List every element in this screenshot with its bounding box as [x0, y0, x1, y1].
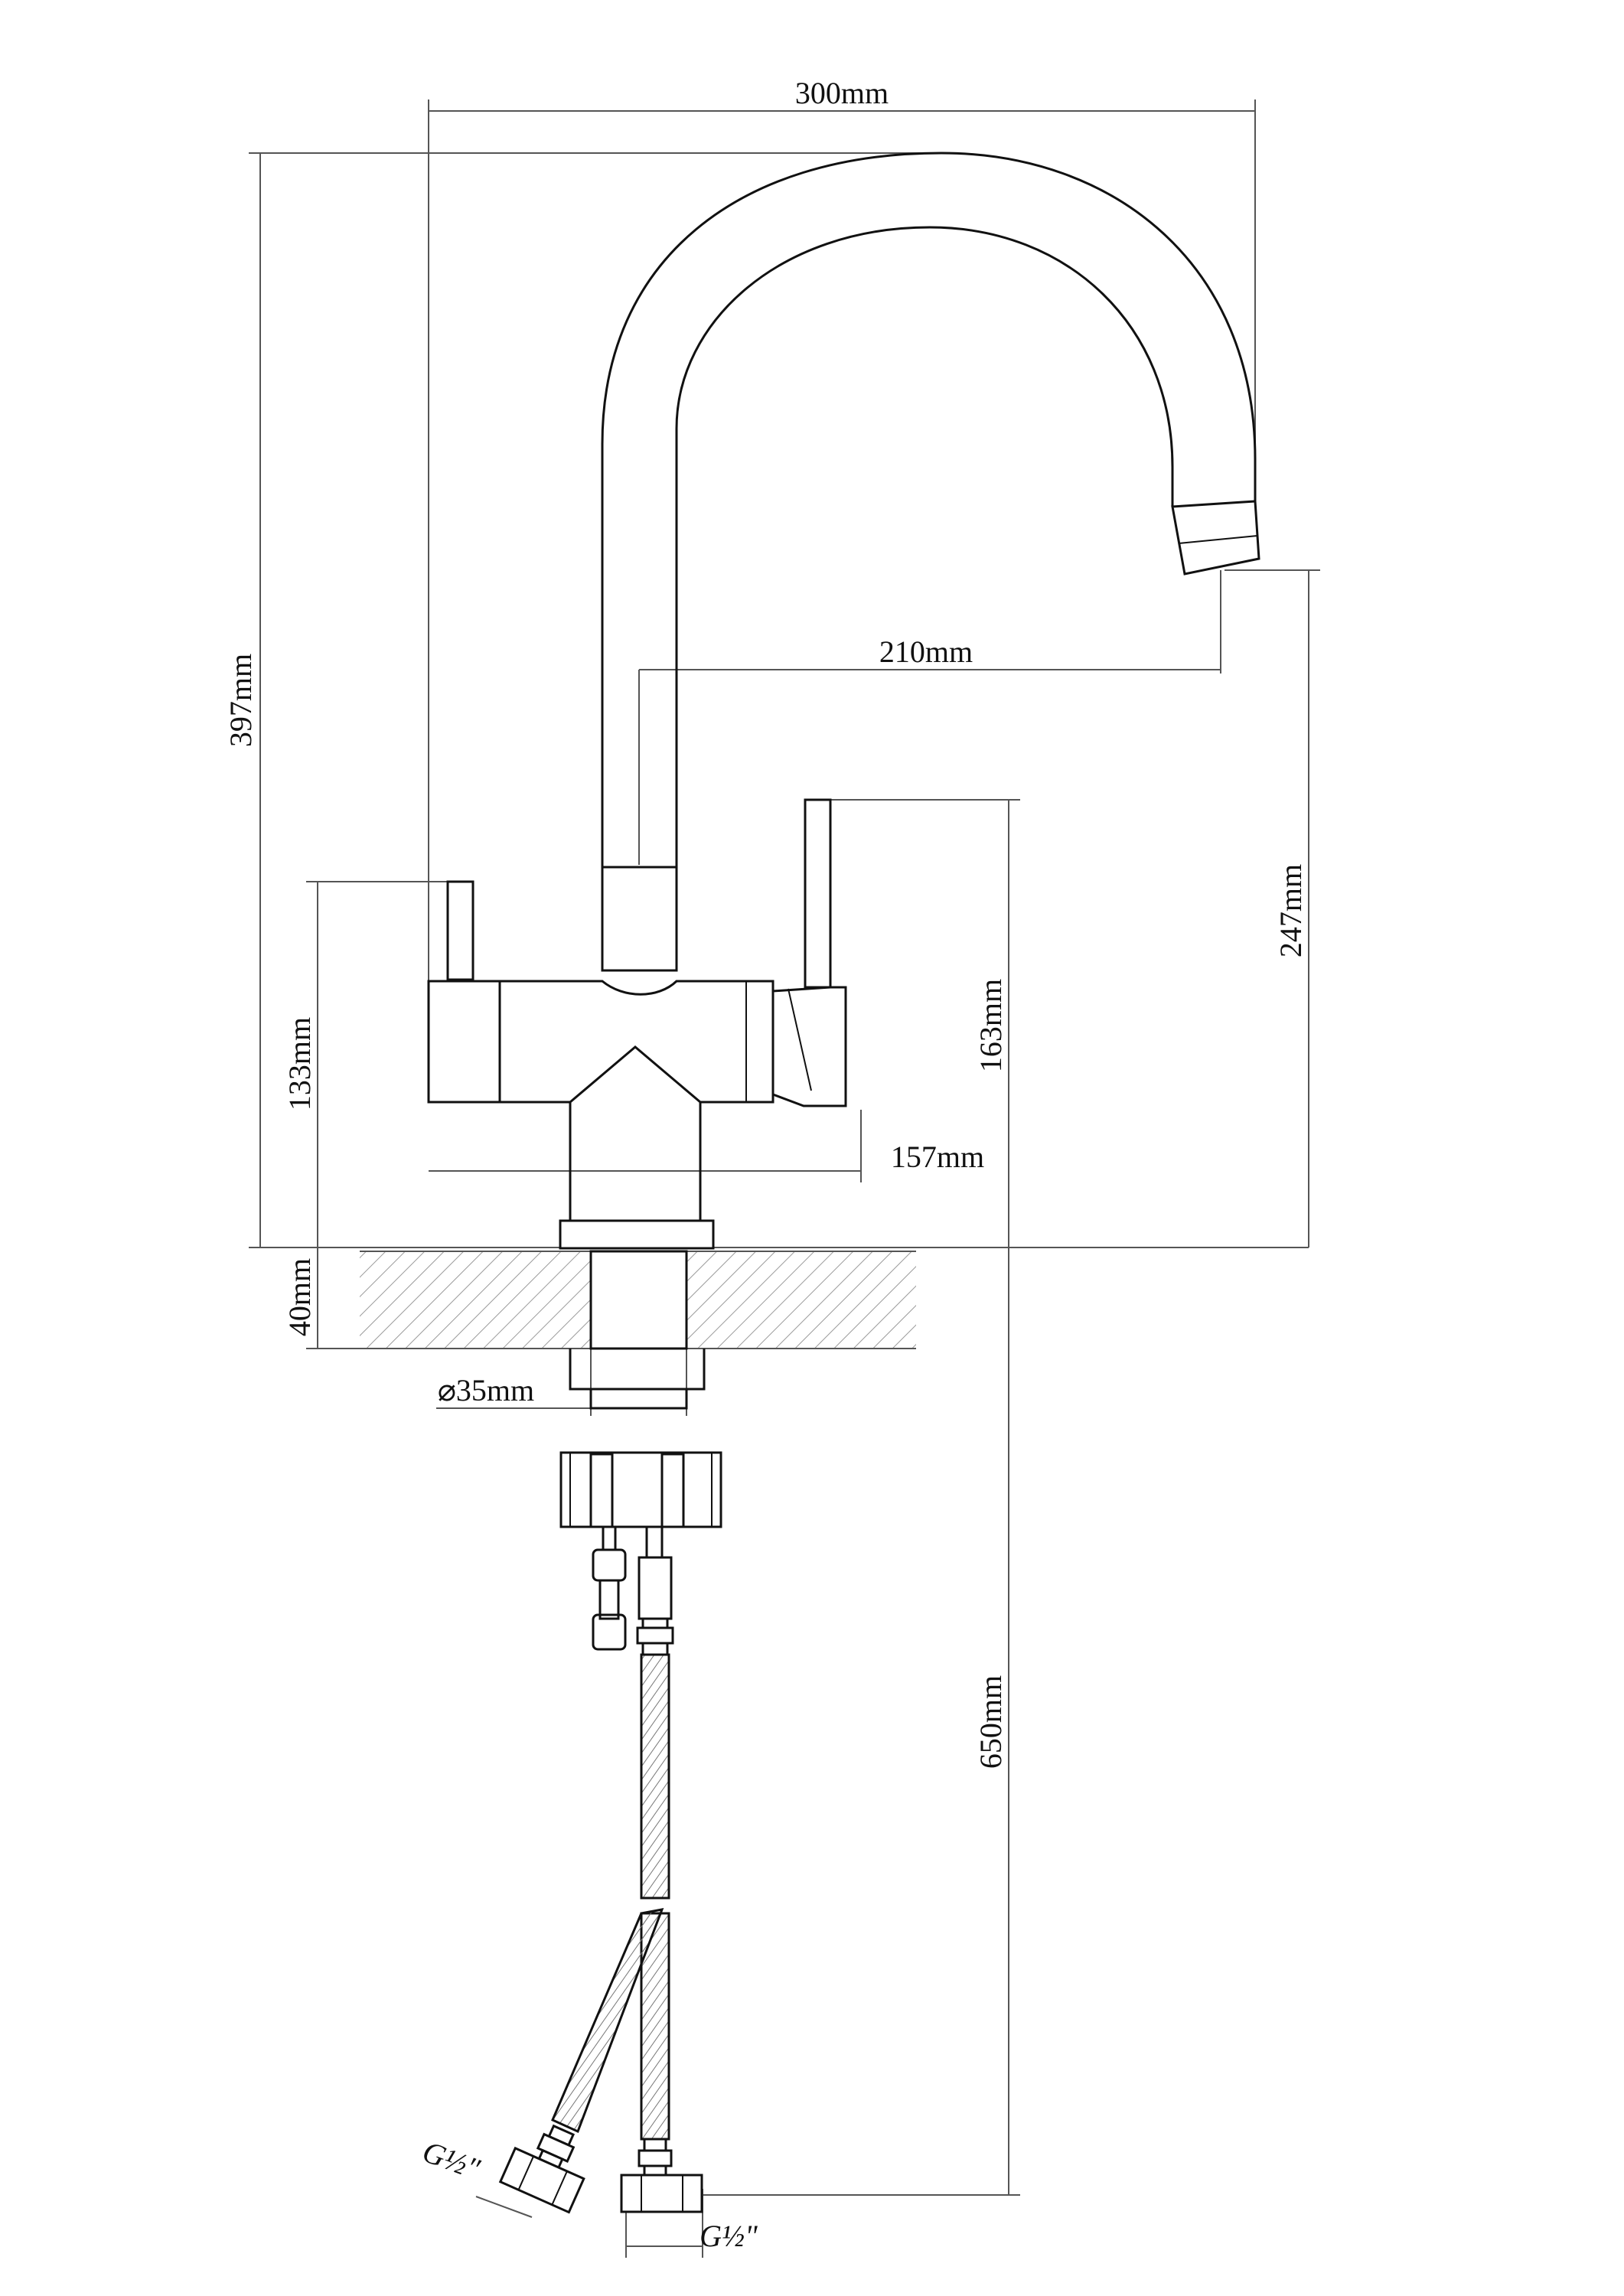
- label-spout-clearance: 247mm: [1273, 864, 1308, 957]
- label-spout-reach: 210mm: [879, 634, 973, 669]
- hose-end-fittings: [498, 2124, 703, 2214]
- spout: [601, 152, 1257, 867]
- label-shank-diameter: ⌀35mm: [438, 1373, 534, 1407]
- base-flange: [559, 1219, 715, 1250]
- label-height-total: 397mm: [223, 654, 258, 747]
- dimension-labels: 300mm 397mm 210mm 247mm 133mm 163mm 157m…: [223, 76, 1308, 2253]
- label-handle-height: 163mm: [973, 979, 1008, 1072]
- fixing-nut: [559, 1451, 722, 1528]
- label-hose-length: 650mm: [973, 1675, 1008, 1769]
- label-connector-left: G½": [418, 2134, 484, 2186]
- label-connector-right: G½": [699, 2219, 758, 2253]
- faucet: [427, 152, 1260, 1250]
- label-body-width: 157mm: [891, 1140, 984, 1174]
- shank-assembly: [559, 1349, 722, 1528]
- right-handle: [804, 798, 832, 989]
- left-handle: [446, 880, 474, 981]
- dimension-lines: [249, 99, 1320, 2258]
- aerator: [1171, 500, 1260, 576]
- label-deck-thickness: 40mm: [282, 1258, 317, 1336]
- braided-hoses: [551, 1653, 670, 2141]
- supply-connectors: [592, 1525, 674, 1656]
- label-body-height: 133mm: [282, 1017, 317, 1110]
- mixer-body: [427, 980, 774, 1104]
- countertop-deck: [360, 1250, 916, 1350]
- right-hex-nut: [620, 2174, 703, 2213]
- label-width-total: 300mm: [795, 76, 889, 110]
- left-hex-nut: [498, 2146, 585, 2214]
